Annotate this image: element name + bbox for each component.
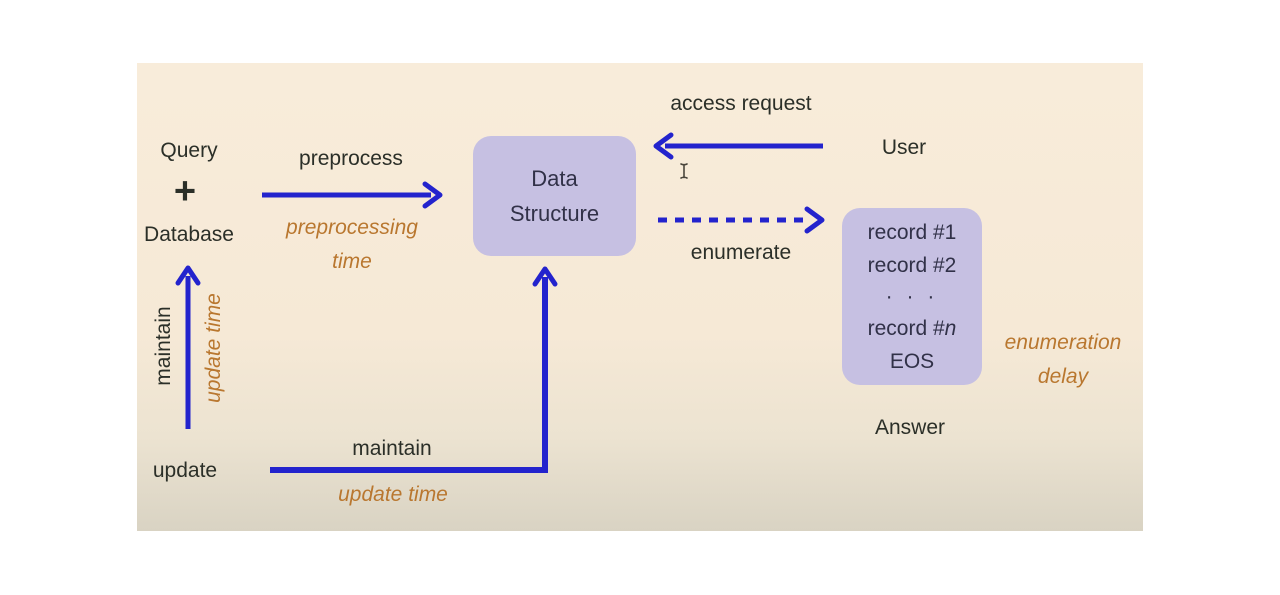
data-structure-box: Data Structure — [473, 136, 636, 256]
record-1-row: record #1 — [867, 220, 957, 244]
query-label: Query — [160, 139, 218, 162]
maintain-vertical-label: maintain — [152, 306, 175, 386]
maintain-vertical-arrow — [175, 265, 201, 429]
access-request-arrowhead-icon — [653, 132, 674, 160]
ellipsis-row: · · · — [885, 284, 939, 308]
update-time-bottom-label: update time — [338, 483, 448, 506]
maintain-vertical-arrowhead-icon — [175, 265, 201, 286]
arrows-layer — [175, 132, 825, 473]
maintain-elbow-arrowhead-icon — [532, 266, 558, 287]
enumerate-label: enumerate — [690, 241, 792, 264]
record-n-variable: n — [944, 316, 957, 340]
enumerate-arrowhead-icon — [804, 206, 825, 234]
slide-canvas: Query + Database preprocess preprocessin… — [137, 63, 1143, 531]
preprocess-arrowhead-icon — [422, 181, 443, 209]
answer-box: record #1 record #2 · · · record #n EOS — [842, 208, 982, 385]
record-n-prefix: record # — [867, 316, 945, 340]
maintain-elbow-arrow-shaft — [270, 277, 548, 473]
enumeration-delay-label: enumeration delay — [1004, 331, 1122, 388]
update-time-vertical-label: update time — [202, 293, 225, 403]
plus-icon: + — [173, 170, 197, 213]
answer-caption: Answer — [874, 416, 946, 439]
database-label: Database — [144, 223, 234, 246]
update-label: update — [152, 459, 218, 482]
preprocessing-time-label: preprocessing time — [286, 216, 418, 273]
record-2-row: record #2 — [867, 253, 957, 277]
preprocess-arrow — [262, 181, 443, 209]
record-n-row: record #n — [868, 312, 957, 345]
text-cursor-icon — [680, 163, 688, 179]
maintain-elbow-arrow — [270, 266, 558, 473]
access-request-label: access request — [670, 92, 812, 115]
maintain-bottom-label: maintain — [352, 437, 432, 460]
user-label: User — [881, 136, 927, 159]
preprocess-label: preprocess — [299, 147, 403, 170]
enumerate-arrow — [658, 206, 825, 234]
eos-row: EOS — [889, 349, 935, 373]
access-request-arrow — [653, 132, 823, 160]
